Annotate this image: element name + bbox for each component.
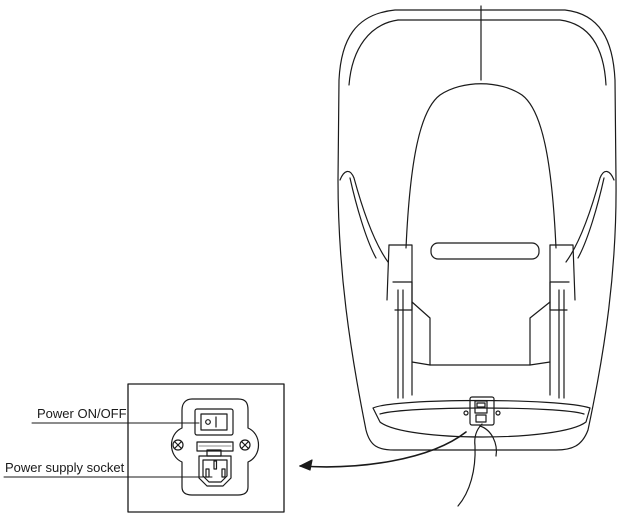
power-cable: [457, 423, 497, 507]
power-rocker-switch-icon: [194, 408, 234, 436]
side-panels: [386, 244, 576, 399]
rear-power-module: [463, 396, 501, 426]
panel-screw-icon: [239, 439, 251, 451]
chair-outline: [337, 5, 617, 451]
pointer-arrow-icon: [299, 431, 467, 471]
chair-base: [372, 399, 591, 438]
power-panel-inset: [127, 383, 285, 513]
iec-power-socket-icon: [198, 449, 232, 487]
power-panel-plate: [170, 398, 260, 496]
panel-screw-icon: [172, 439, 184, 451]
power-socket-label: Power supply socket: [5, 460, 125, 475]
seat-back-cushion: [405, 83, 557, 260]
power-switch-label: Power ON/OFF: [37, 406, 127, 421]
fuse-holder: [196, 441, 234, 452]
